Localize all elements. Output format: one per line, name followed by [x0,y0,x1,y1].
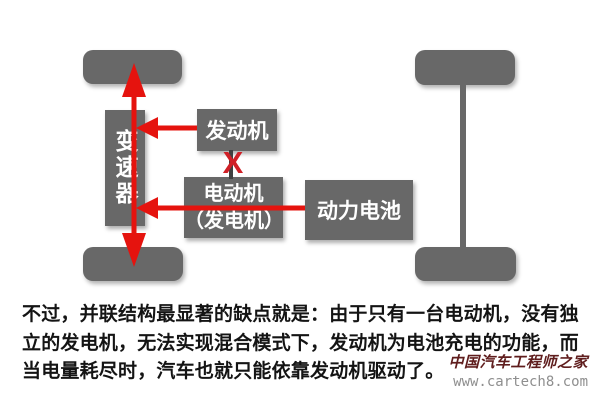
engine-label: 发动机 [205,120,269,143]
motor-label: 电动机 [203,182,264,205]
engine-to-transmission-arrow [136,117,197,139]
motor-generator-box: 电动机 （发电机） [184,177,284,238]
battery-label: 动力电池 [317,200,401,223]
engine-motor-connector [229,150,233,179]
battery-box: 动力电池 [305,180,413,240]
wheel-left-front [83,50,182,84]
wheel-left-rear [83,247,183,281]
transmission-box: 变速器 [105,110,145,226]
transmission-label: 变速器 [112,129,138,207]
right-axle [460,83,466,249]
caption-line-3: 当电量耗尽时，汽车也就只能依靠发动机驱动了。 [22,361,445,382]
watermark: 中国汽车工程师之家 www.cartech8.com [446,351,588,392]
engine-box: 发动机 [197,109,277,151]
caption-line-1: 不过，并联结构最显著的缺点就是：由于只有一台电动机，没有独 [22,304,579,325]
watermark-site-name: 中国汽车工程师之家 [448,353,588,371]
watermark-site-url: www.cartech8.com [453,374,588,390]
generator-label: （发电机） [184,209,284,232]
wheel-right-front [415,50,515,85]
caption-text: 不过，并联结构最显著的缺点就是：由于只有一台电动机，没有独 立的发电机，无法实现… [22,301,588,387]
wheel-right-rear [415,247,516,281]
cross-mark-icon: X [222,145,244,180]
caption-line-2: 立的发电机，无法实现混合模式下，发动机为电池充电的功能，而 [22,332,579,354]
